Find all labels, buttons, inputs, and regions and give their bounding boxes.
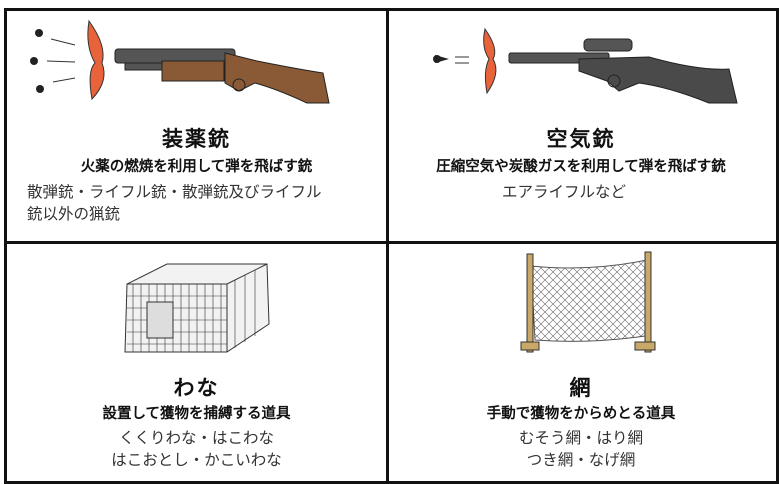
description-line: はこおとし・かこいわな [111, 451, 282, 469]
panel-subtitle: 設置して獲物を捕縛する道具 [102, 406, 291, 422]
panel-description: むそう網・はり網 つき網・なげ網 [389, 427, 773, 471]
description-line: むそう網・はり網 [518, 429, 643, 447]
air-rifle-illustration [433, 27, 738, 104]
description-line: 銃以外の猟銃 [27, 205, 121, 223]
panel-subtitle: 手動で獲物をからめとる道具 [486, 406, 676, 422]
panel-subtitle: 圧縮空気や炭酸ガスを利用して弾を飛ばす銃 [436, 159, 726, 175]
description-line: つき網・なげ網 [526, 451, 636, 469]
panel-description: エアライフルなど [389, 181, 739, 203]
box-trap-illustration [124, 263, 270, 353]
panel-title: 装薬銃 [162, 127, 231, 151]
panel-powder-gun: 装薬銃 火薬の燃焼を利用して弾を飛ばす銃 散弾銃・ライフル銃・散弾銃及びライフル… [7, 11, 386, 241]
panel-subtitle: 火薬の燃焼を利用して弾を飛ばす銃 [80, 159, 313, 175]
shotgun-illustration [30, 19, 330, 104]
vertical-divider [386, 8, 389, 484]
panel-description: 散弾銃・ライフル銃・散弾銃及びライフル 銃以外の猟銃 [27, 181, 322, 225]
panel-net: 網 手動で獲物をからめとる道具 むそう網・はり網 つき網・なげ網 [389, 244, 773, 478]
description-line: くくりわな・はこわな [118, 429, 274, 447]
panel-trap: わな 設置して獲物を捕縛する道具 くくりわな・はこわな はこおとし・かこいわな [7, 244, 386, 478]
panel-title: 空気銃 [546, 127, 616, 151]
description-line: エアライフルなど [501, 183, 626, 201]
horizontal-divider [4, 241, 776, 244]
net-illustration [520, 251, 656, 353]
panel-title: 網 [569, 376, 593, 400]
description-line: 散弾銃・ライフル銃・散弾銃及びライフル [27, 183, 322, 201]
panel-title: わな [173, 376, 220, 400]
panel-air-gun: 空気銃 圧縮空気や炭酸ガスを利用して弾を飛ばす銃 エアライフルなど [389, 11, 773, 241]
panel-description: くくりわな・はこわな はこおとし・かこいわな [7, 427, 386, 471]
